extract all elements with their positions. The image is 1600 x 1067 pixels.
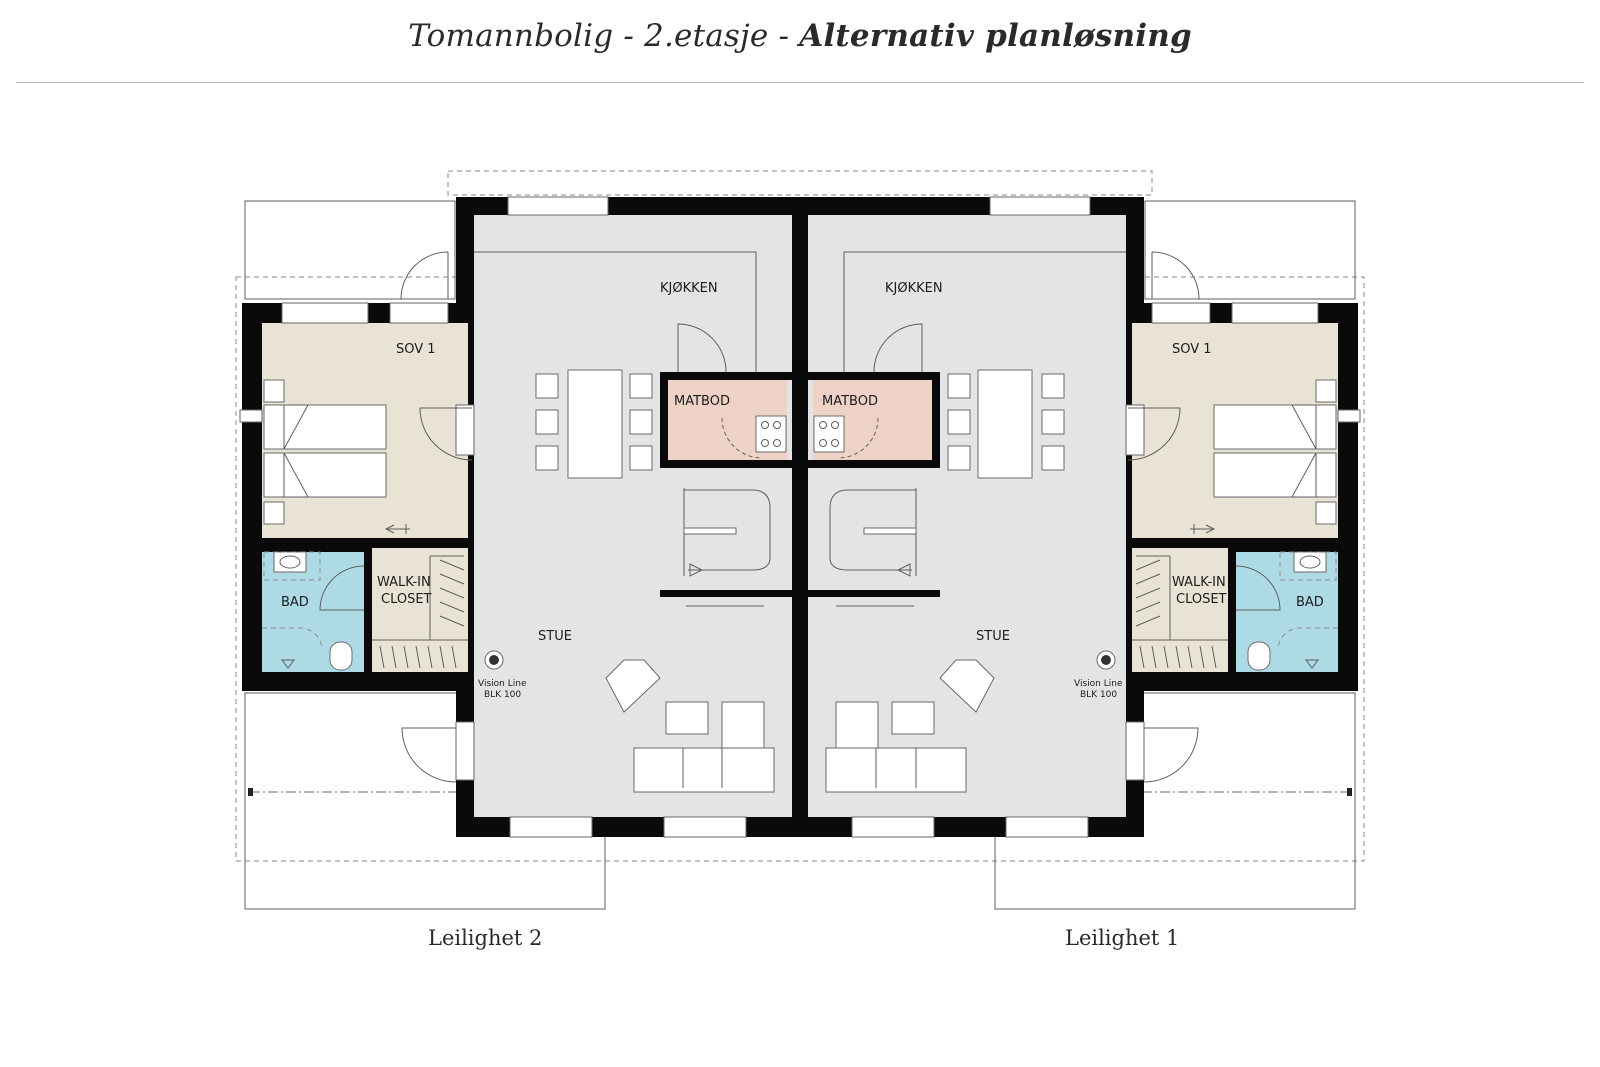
living-label-left: STUE xyxy=(538,629,572,644)
bathroom-label-left: BAD xyxy=(281,595,309,610)
unit-label-right: Leilighet 1 xyxy=(1065,926,1180,950)
dining-sets xyxy=(535,369,1065,479)
living-label-right: STUE xyxy=(976,629,1010,644)
kitchen-label-left: KJØKKEN xyxy=(660,281,718,296)
closet-shelving xyxy=(372,555,1228,669)
title-prefix: Tomannbolig - 2.etasje - xyxy=(408,18,800,54)
closet-label-right-2: CLOSET xyxy=(1176,592,1227,607)
bedroom-furniture xyxy=(263,379,1337,534)
bathroom-fixtures xyxy=(262,551,1338,671)
stairs xyxy=(683,488,917,607)
unit-label-left: Leilighet 2 xyxy=(428,926,543,950)
windows xyxy=(239,196,1361,838)
bathroom-label-right: BAD xyxy=(1296,595,1324,610)
bedroom-label-left: SOV 1 xyxy=(396,342,436,357)
stove-label-left-1: Vision Line xyxy=(478,679,527,689)
fireplace-icon xyxy=(484,650,1116,670)
closet-label-left-2: CLOSET xyxy=(381,592,432,607)
pantry-label-right: MATBOD xyxy=(822,394,878,409)
roof-overhang-top xyxy=(447,170,1153,196)
pantry-label-left: MATBOD xyxy=(674,394,730,409)
kitchen-label-right: KJØKKEN xyxy=(885,281,943,296)
stove-label-left-2: BLK 100 xyxy=(484,690,521,700)
living-furniture xyxy=(605,659,995,793)
bedroom-label-right: SOV 1 xyxy=(1172,342,1212,357)
stove-label-right-2: BLK 100 xyxy=(1080,690,1117,700)
door-swings xyxy=(319,251,1281,783)
stove-label-right-1: Vision Line xyxy=(1074,679,1123,689)
roof-overhang xyxy=(235,276,1365,862)
closet-label-right-1: WALK-IN xyxy=(1172,575,1226,590)
title-divider xyxy=(16,82,1584,83)
closet-label-left-1: WALK-IN xyxy=(377,575,431,590)
page-title: Tomannbolig - 2.etasje - Alternativ plan… xyxy=(0,18,1600,54)
interior-walls xyxy=(262,215,1338,817)
kitchen-counters xyxy=(474,251,1126,453)
title-bold: Alternativ planløsning xyxy=(799,18,1192,54)
